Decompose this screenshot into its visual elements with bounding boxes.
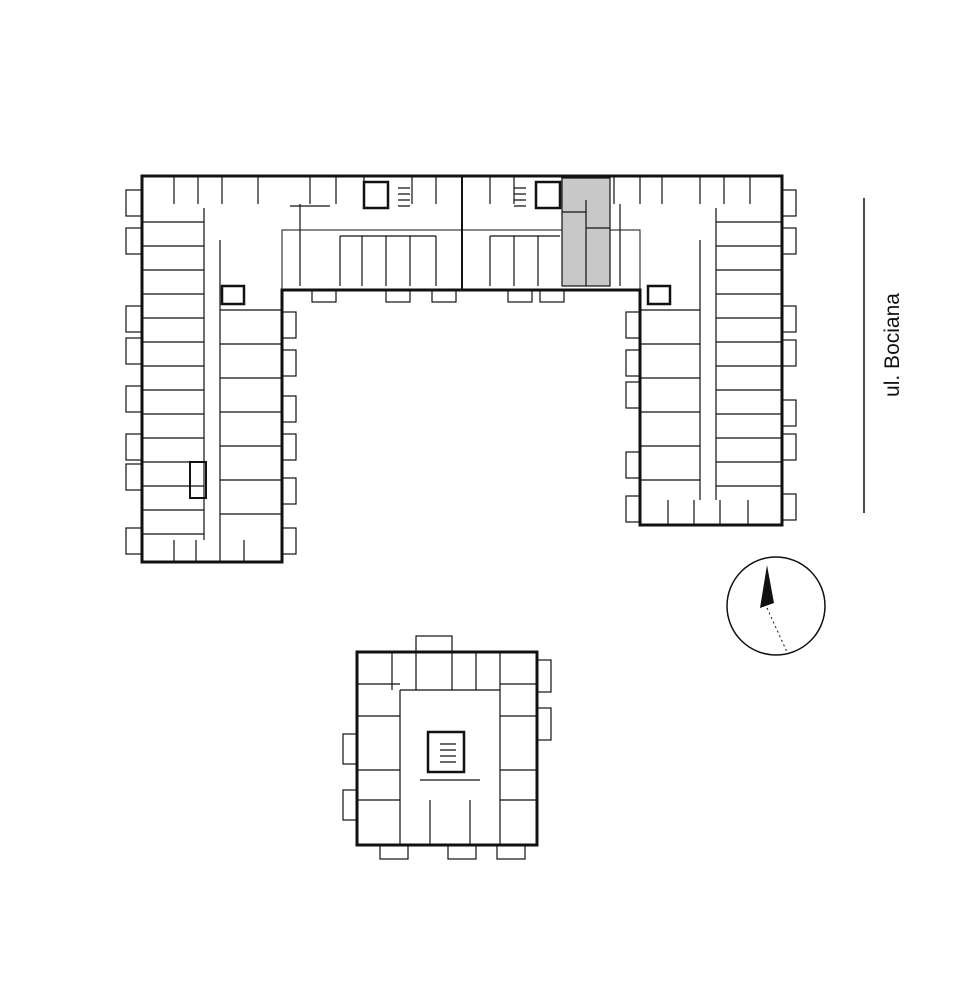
compass-icon (726, 556, 826, 656)
square-building (342, 635, 552, 860)
street-name-label: ul. Bociana (881, 293, 904, 397)
u-shaped-building (125, 174, 797, 564)
